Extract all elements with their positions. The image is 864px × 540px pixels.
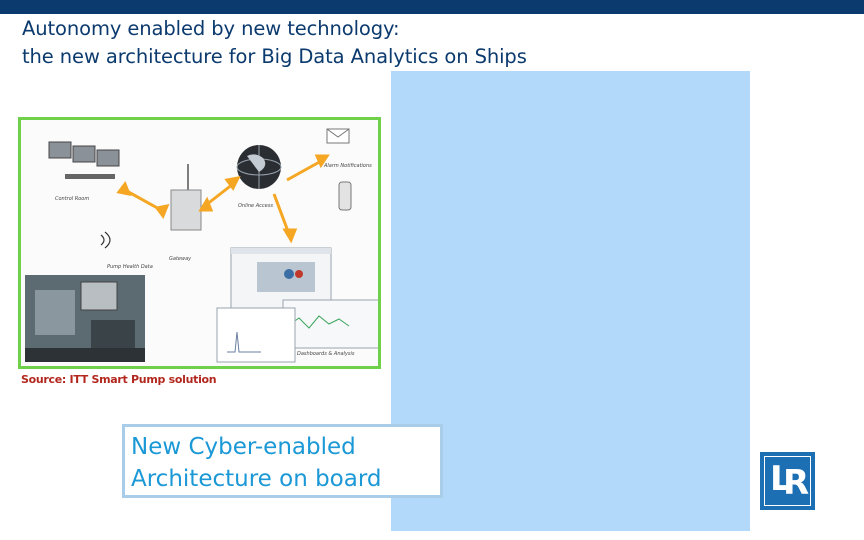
blue-panel bbox=[391, 71, 750, 531]
label-alarm-notifications: Alarm Notifications bbox=[323, 163, 372, 169]
title-line-1: Autonomy enabled by new technology: bbox=[22, 15, 527, 43]
wifi-icon bbox=[101, 232, 110, 248]
title-line-2: the new architecture for Big Data Analyt… bbox=[22, 43, 527, 71]
callout-line-2: Architecture on board bbox=[131, 463, 440, 495]
label-gateway: Gateway bbox=[169, 256, 192, 262]
label-dashboards-analysis: Dashboards & Analysis bbox=[297, 351, 355, 357]
callout-box: New Cyber-enabled Architecture on board bbox=[122, 424, 443, 498]
globe-icon bbox=[237, 145, 281, 189]
gateway-icon bbox=[171, 164, 201, 230]
slide-title: Autonomy enabled by new technology: the … bbox=[22, 15, 527, 71]
lr-logo: L R bbox=[760, 452, 815, 510]
envelope-icon bbox=[327, 129, 349, 143]
pump-photo bbox=[25, 275, 145, 362]
monitor-icon bbox=[49, 142, 119, 179]
architecture-diagram: Control Room Gateway Online Access Alarm… bbox=[18, 117, 381, 369]
label-pump-health-data: Pump Health Data bbox=[107, 264, 153, 270]
callout-line-1: New Cyber-enabled bbox=[131, 431, 440, 463]
phone-icon bbox=[339, 182, 351, 210]
label-online-access: Online Access bbox=[238, 203, 273, 209]
diagram-graphic: Control Room Gateway Online Access Alarm… bbox=[21, 120, 378, 366]
source-caption: Source: ITT Smart Pump solution bbox=[21, 373, 216, 386]
data-flow-arrows bbox=[119, 156, 327, 240]
header-bar bbox=[0, 0, 864, 14]
dashboard-screenshot bbox=[217, 248, 378, 362]
label-control-room: Control Room bbox=[55, 196, 89, 202]
logo-letter-r: R bbox=[783, 464, 809, 502]
